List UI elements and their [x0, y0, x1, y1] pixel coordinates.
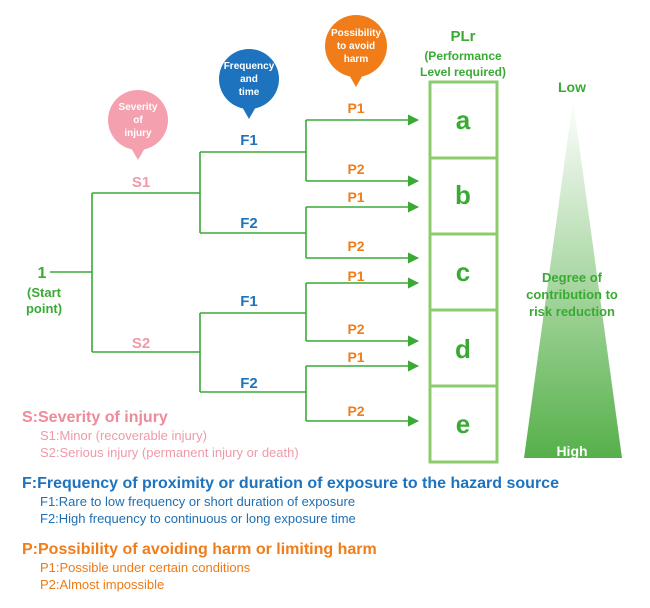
frequency-bubble-line2: and — [240, 74, 258, 85]
p-label-2: P2 — [347, 161, 364, 177]
severity-legend: S:Severity of injury S1:Minor (recoverab… — [22, 409, 650, 461]
plr-subtitle-line1: (Performance — [424, 49, 502, 63]
p-label-8: P2 — [347, 403, 364, 419]
gradient-high-label: High — [556, 443, 587, 459]
plr-title: PLr — [450, 28, 475, 45]
severity-bubble: Severity of injury — [108, 90, 168, 160]
level-letter-c: c — [456, 257, 470, 287]
branch-label-f2-bottom: F2 — [240, 375, 258, 392]
possibility-bubble-line2: to avoid — [337, 41, 375, 52]
start-number: 1 — [38, 265, 47, 282]
p-label-7: P1 — [347, 349, 364, 365]
start-label-line2: point) — [26, 301, 62, 316]
p-label-3: P1 — [347, 189, 364, 205]
severity-legend-heading: S:Severity of injury — [22, 409, 168, 426]
possibility-legend: P:Possibility of avoiding harm or limiti… — [22, 541, 650, 593]
start-label-line1: (Start — [27, 285, 62, 300]
p-label-4: P2 — [347, 238, 364, 254]
possibility-legend-item-p1: P1:Possible under certain conditions — [40, 560, 251, 575]
gradient-low-label: Low — [558, 79, 586, 95]
level-boxes — [428, 80, 499, 464]
level-letter-a: a — [456, 105, 471, 135]
p-label-5: P1 — [347, 268, 364, 284]
possibility-legend-heading: P:Possibility of avoiding harm or limiti… — [22, 541, 377, 558]
gradient-caption-line3: risk reduction — [529, 304, 615, 319]
frequency-legend-heading: F:Frequency of proximity or duration of … — [22, 475, 559, 492]
possibility-legend-item-p2: P2:Almost impossible — [40, 577, 165, 592]
risk-graph-diagram: 1 (Start point) Severity of injury Frequ… — [26, 15, 622, 464]
level-box-c — [428, 232, 499, 312]
level-letter-e: e — [456, 409, 470, 439]
frequency-legend-item-f2: F2:High frequency to continuous or long … — [40, 511, 356, 526]
possibility-bubble-line3: harm — [344, 54, 369, 65]
gradient-caption-line1: Degree of — [542, 270, 603, 285]
frequency-bubble-line1: Frequency — [224, 61, 275, 72]
severity-bubble-line3: injury — [124, 128, 152, 139]
branch-label-f1-top: F1 — [240, 132, 258, 149]
branch-label-f2-top: F2 — [240, 215, 258, 232]
branch-label-f1-bottom: F1 — [240, 293, 258, 310]
p-labels: P1 P2 P1 P2 P1 P2 P1 P2 — [347, 100, 364, 419]
frequency-bubble: Frequency and time — [219, 49, 279, 119]
possibility-bubble: Possibility to avoid harm — [325, 15, 387, 87]
level-box-a — [428, 80, 499, 160]
level-letter-b: b — [455, 180, 471, 210]
frequency-bubble-line3: time — [239, 87, 260, 98]
level-letter-d: d — [455, 334, 471, 364]
possibility-bubble-line1: Possibility — [331, 28, 381, 39]
gradient-caption-line2: contribution to — [526, 287, 618, 302]
risk-reduction-triangle — [524, 100, 622, 458]
frequency-legend: F:Frequency of proximity or duration of … — [22, 475, 650, 527]
branch-label-s2: S2 — [132, 335, 150, 352]
p-label-1: P1 — [347, 100, 364, 116]
arrows — [306, 114, 420, 427]
p-label-6: P2 — [347, 321, 364, 337]
level-box-e — [428, 384, 499, 464]
level-letters: a b c d e — [455, 105, 471, 439]
branch-label-s1: S1 — [132, 174, 150, 191]
severity-bubble-line2: of — [133, 115, 143, 126]
frequency-legend-item-f1: F1:Rare to low frequency or short durati… — [40, 494, 356, 509]
plr-subtitle-line2: Level required) — [420, 65, 506, 79]
severity-bubble-line1: Severity — [119, 102, 158, 113]
severity-legend-item-s2: S2:Serious injury (permanent injury or d… — [40, 445, 299, 460]
severity-legend-item-s1: S1:Minor (recoverable injury) — [40, 428, 207, 443]
tree-lines — [50, 120, 307, 421]
